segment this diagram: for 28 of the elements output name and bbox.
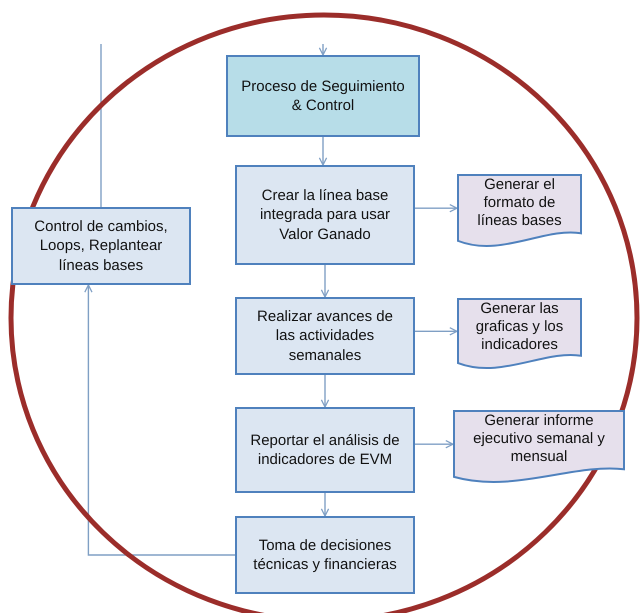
box-text: Generar informe ejecutivo semanal y mensual	[472, 412, 606, 466]
box-text: Generar las graficas y los indicadores	[474, 300, 564, 354]
box-text: Toma de decisiones técnicas y financieras	[252, 536, 398, 574]
arrow	[318, 44, 328, 56]
process-box	[235, 407, 415, 493]
box-text: Generar el formato de líneas bases	[476, 176, 563, 230]
box-text: Control de cambios, Loops, Replantear líneas bases	[33, 216, 169, 276]
box-text: Crear la línea base integrada para usar Valor Ganado	[258, 186, 392, 244]
arrow	[415, 327, 458, 336]
document-shape	[453, 410, 625, 486]
circle-outline	[8, 12, 640, 613]
process-box	[235, 165, 415, 265]
arrow	[320, 493, 330, 517]
arrow	[320, 265, 330, 298]
box-text: Reportar el análisis de indicadores de EVM	[249, 430, 401, 470]
process-box	[235, 297, 415, 375]
document-shape	[457, 174, 582, 250]
arrow	[415, 440, 454, 448]
arrow	[84, 284, 235, 556]
process-box	[235, 516, 415, 594]
connector-line	[100, 44, 102, 207]
box-text: Proceso de Seguimiento & Control	[240, 76, 406, 116]
box-text: Realizar avances de las actividades semanales	[256, 306, 394, 366]
process-box	[226, 55, 420, 137]
arrow	[320, 375, 330, 408]
document-shape	[457, 298, 582, 372]
arrow	[318, 137, 328, 166]
arrow	[415, 204, 458, 212]
